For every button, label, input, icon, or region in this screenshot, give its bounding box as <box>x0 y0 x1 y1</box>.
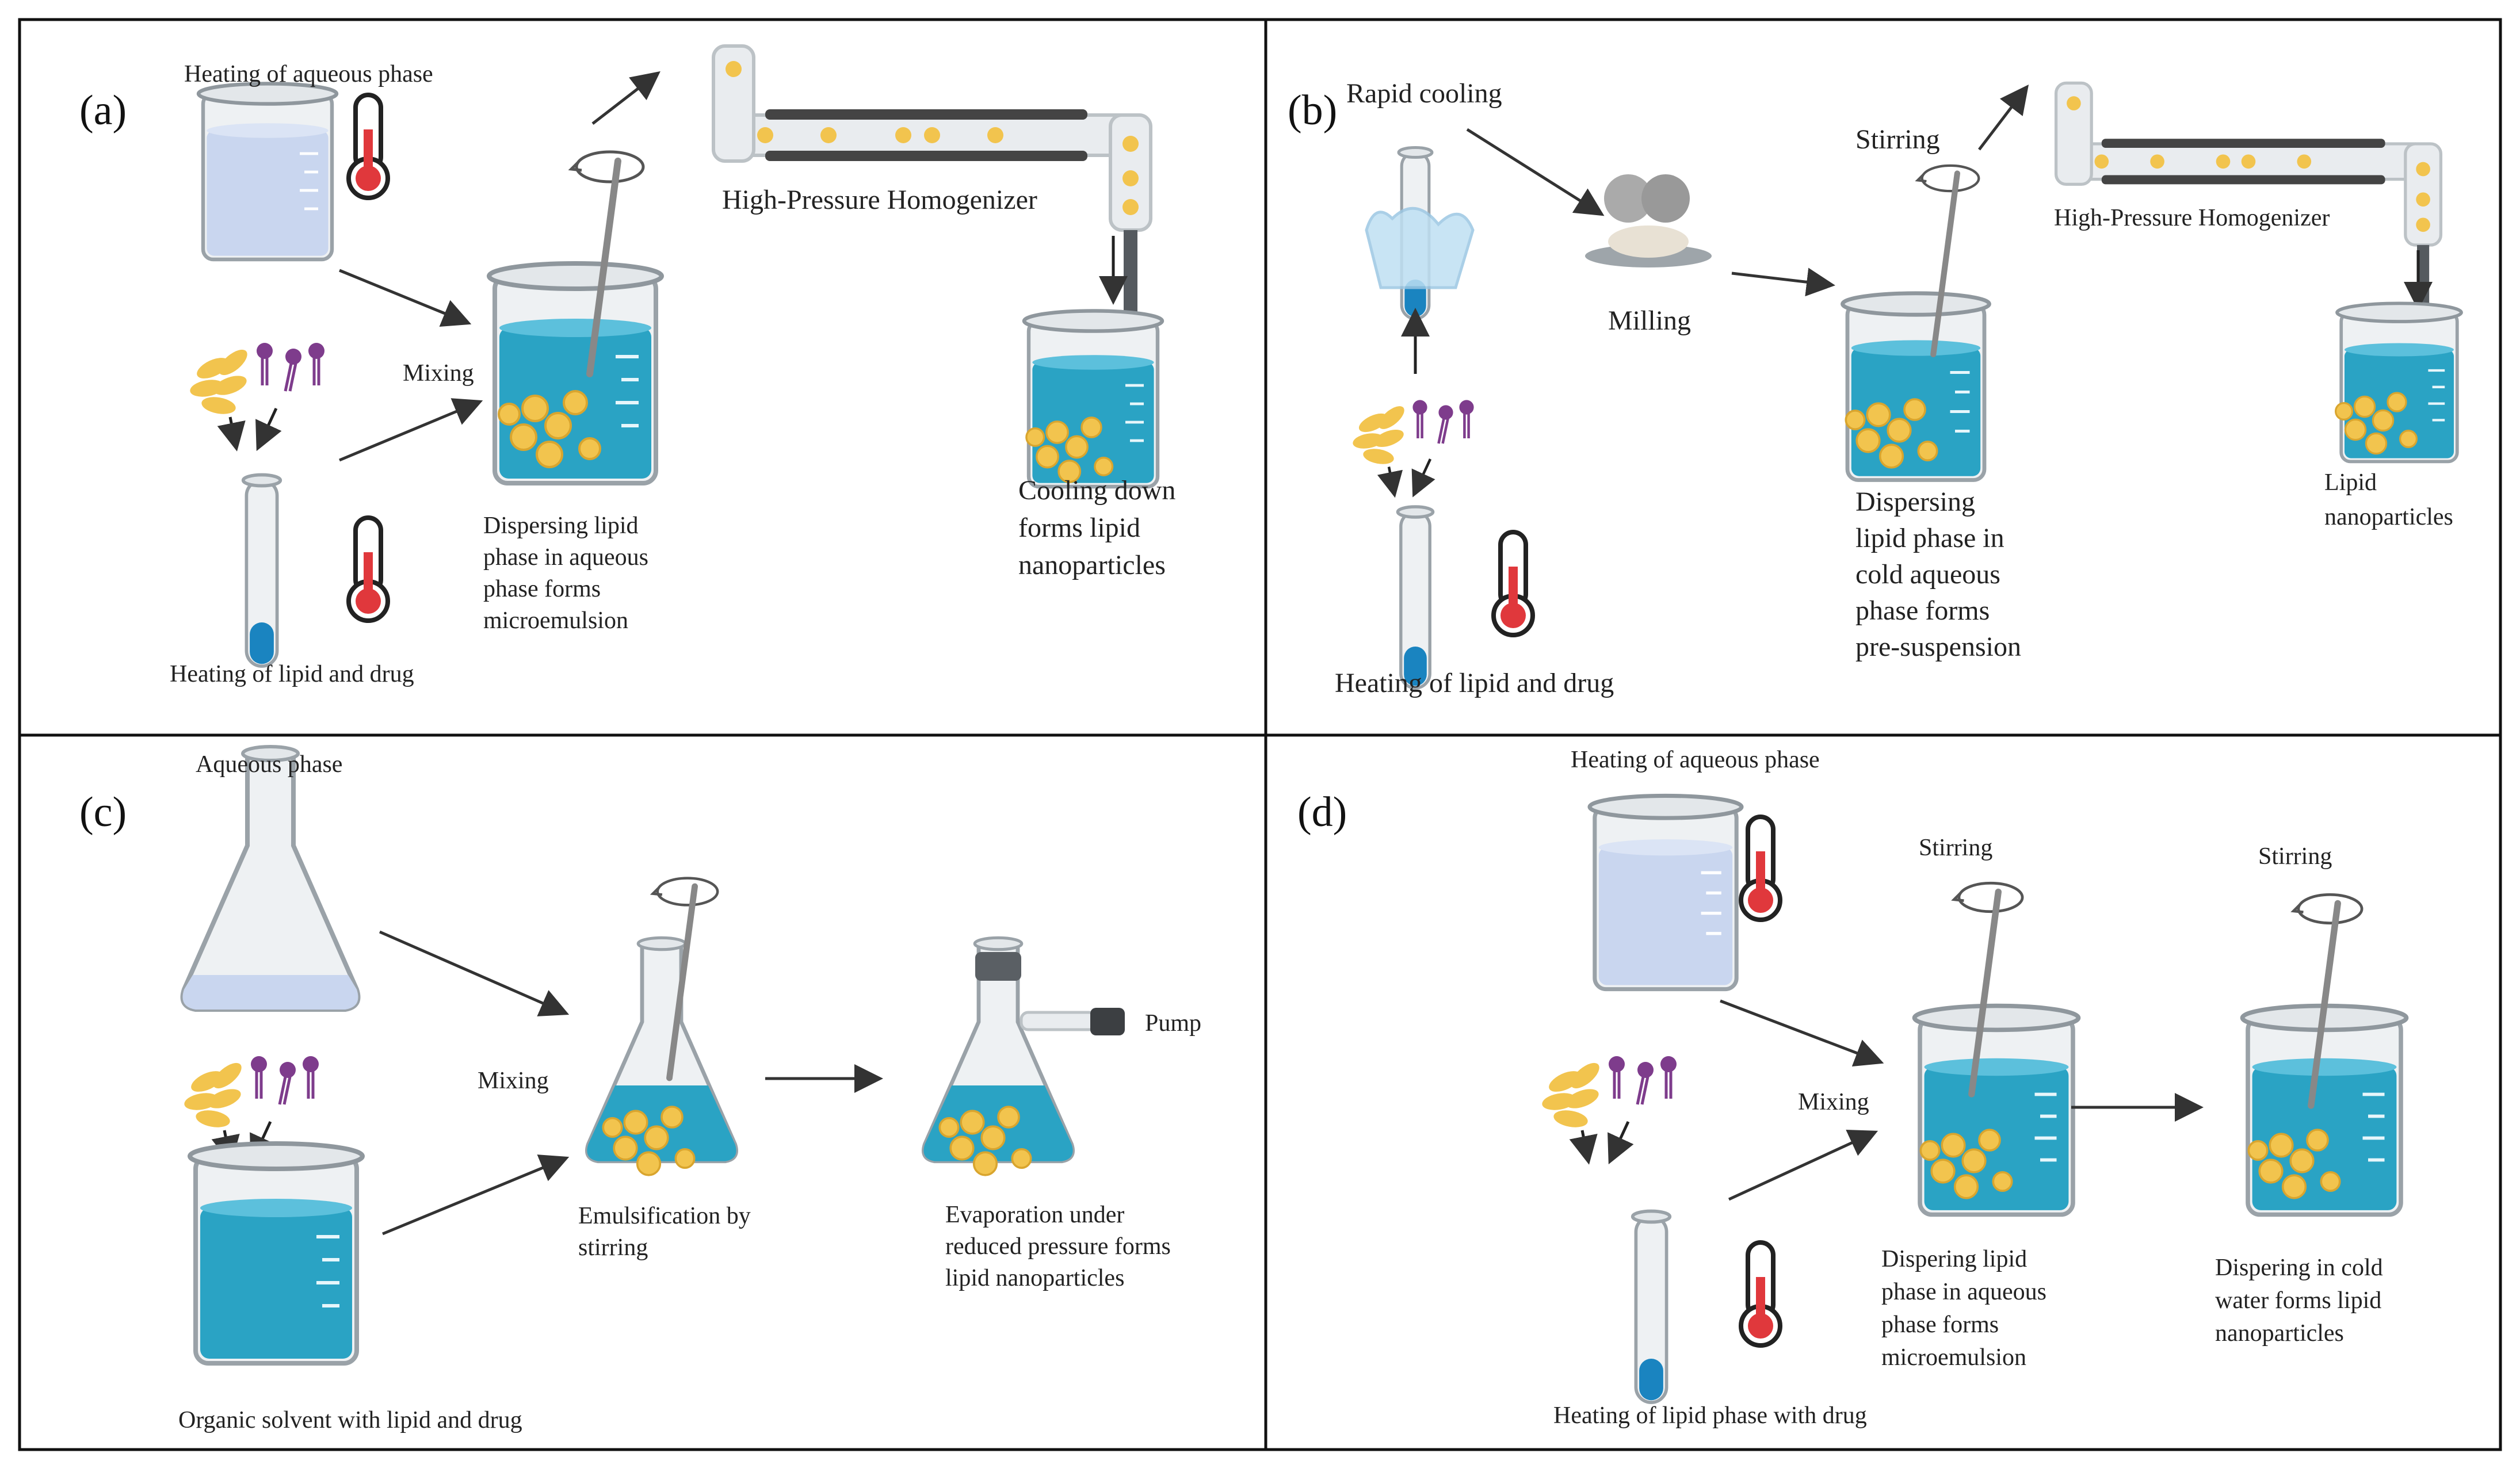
panel-b-homogenizer: High-Pressure Homogenizer <box>2054 205 2330 231</box>
panel-b-dispersing-5: pre-suspension <box>1855 632 2021 662</box>
panel-b-dispersing-1: Dispersing <box>1855 487 1975 517</box>
panel-b-heating-lipid: Heating of lipid and drug <box>1335 668 1614 698</box>
panel-a-cooling-2: forms lipid <box>1018 513 1140 543</box>
panel-a-dispersing-1: Dispersing lipid <box>483 513 639 539</box>
panel-d-dispersing-1: Dispering lipid <box>1881 1246 2028 1272</box>
panel-c-aqueous: Aqueous phase <box>196 751 343 778</box>
panel-a-mixing: Mixing <box>403 360 474 387</box>
panel-d-tag: (d) <box>1297 789 1347 836</box>
panel-d-cold-2: water forms lipid <box>2215 1287 2382 1314</box>
panel-b-result-2: nanoparticles <box>2324 504 2453 530</box>
panel-a-tag: (a) <box>79 87 127 134</box>
panel-d-dispersing-3: phase forms <box>1881 1312 1999 1338</box>
panel-c-emulsification-2: stirring <box>578 1234 648 1261</box>
panel-c-tag: (c) <box>79 789 127 836</box>
panel-d-mixing: Mixing <box>1798 1089 1869 1115</box>
panel-d-heating-lipid: Heating of lipid phase with drug <box>1553 1402 1867 1429</box>
panel-c-evaporation-3: lipid nanoparticles <box>945 1265 1125 1291</box>
panel-a-heating-aqueous: Heating of aqueous phase <box>184 61 433 87</box>
panel-b-dispersing-4: phase forms <box>1855 595 1990 626</box>
panel-d-heating-aqueous: Heating of aqueous phase <box>1571 747 1820 773</box>
panel-d-stirring-2: Stirring <box>2258 843 2332 870</box>
panel-a-heating-lipid: Heating of lipid and drug <box>170 661 414 687</box>
panel-b-stirring: Stirring <box>1855 124 1940 155</box>
panel-b-milling: Milling <box>1608 305 1692 336</box>
panel-b-rapid-cooling: Rapid cooling <box>1346 78 1502 109</box>
panel-b-dispersing-2: lipid phase in <box>1855 523 2004 553</box>
panel-d-stirring-1: Stirring <box>1919 835 1993 861</box>
panel-a-dispersing-4: microemulsion <box>483 607 628 634</box>
panel-b-dispersing-3: cold aqueous <box>1855 559 2000 590</box>
panel-a-homogenizer: High-Pressure Homogenizer <box>722 185 1037 215</box>
panel-d-cold-1: Dispering in cold <box>2215 1255 2383 1281</box>
panel-d-dispersing-2: phase in aqueous <box>1881 1279 2046 1305</box>
panel-c-emulsification-1: Emulsification by <box>578 1203 751 1229</box>
panel-c-organic: Organic solvent with lipid and drug <box>178 1407 522 1433</box>
panel-c-evaporation-2: reduced pressure forms <box>945 1233 1171 1260</box>
panel-c-evaporation-1: Evaporation under <box>945 1202 1125 1228</box>
panel-d-cold-3: nanoparticles <box>2215 1320 2344 1347</box>
panel-a-dispersing-3: phase forms <box>483 576 601 602</box>
panel-d-dispersing-4: microemulsion <box>1881 1344 2026 1371</box>
panel-b-tag: (b) <box>1288 87 1338 134</box>
panel-c-mixing: Mixing <box>478 1068 549 1094</box>
panel-c-pump: Pump <box>1145 1010 1202 1037</box>
panel-a-cooling-3: nanoparticles <box>1018 550 1166 580</box>
panel-a-dispersing-2: phase in aqueous <box>483 544 648 571</box>
panel-b-result-1: Lipid <box>2324 469 2377 496</box>
panel-a-cooling-1: Cooling down <box>1018 475 1176 506</box>
